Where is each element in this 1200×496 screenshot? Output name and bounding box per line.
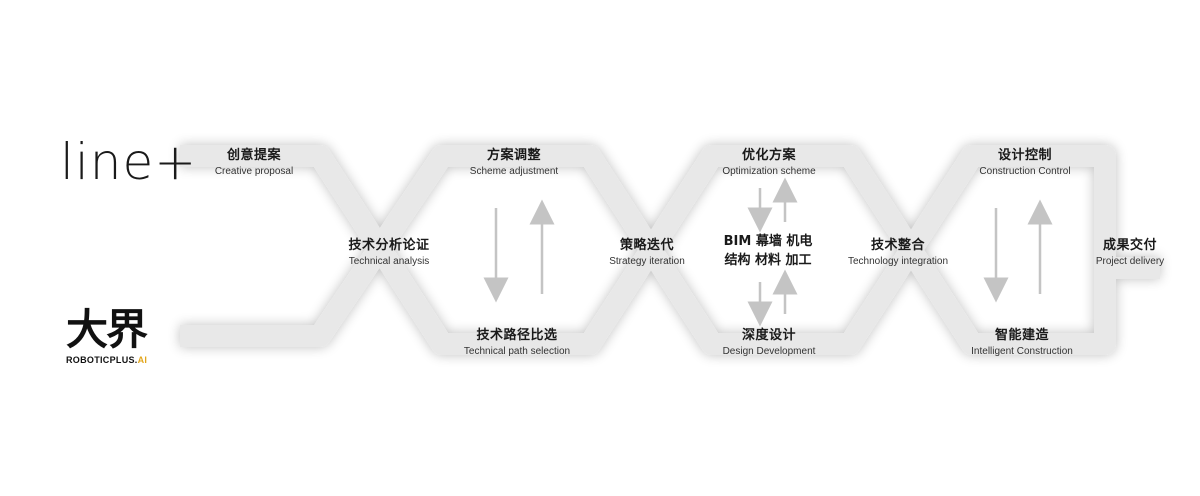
node-strategy-iteration: 策略迭代 Strategy iteration — [609, 237, 685, 269]
node-en: Technology integration — [847, 256, 949, 267]
node-creative-proposal: 创意提案 Creative proposal — [215, 147, 293, 179]
roboticplus-logo-cn: 大界 — [66, 305, 148, 354]
node-en: Technical analysis — [348, 256, 430, 267]
node-zh: 策略迭代 — [619, 238, 675, 253]
center-line-2: 结构 材料 加工 — [724, 253, 812, 268]
node-design-development: 深度设计 Design Development — [723, 327, 816, 359]
roboticplus-logo-en-main: ROBOTICPLUS. — [66, 355, 138, 365]
roboticplus-logo: 大界 ROBOTICPLUS.AI — [66, 305, 148, 366]
node-zh: 技术分析论证 — [348, 238, 430, 253]
node-zh: 创意提案 — [226, 148, 281, 163]
node-en: Scheme adjustment — [469, 166, 559, 177]
node-zh: 技术整合 — [870, 238, 926, 253]
node-en: Technical path selection — [463, 346, 571, 357]
band-upper-strand — [180, 145, 1116, 355]
node-optimization-scheme: 优化方案 Optimization scheme — [722, 147, 815, 179]
node-en: Strategy iteration — [609, 256, 685, 267]
node-technical-analysis: 技术分析论证 Technical analysis — [348, 237, 429, 269]
node-project-delivery: 成果交付 Project delivery — [1096, 237, 1164, 269]
node-en: Creative proposal — [214, 166, 294, 177]
node-en: Project delivery — [1095, 256, 1165, 267]
roboticplus-logo-en: ROBOTICPLUS.AI — [66, 354, 147, 366]
node-zh: 技术路径比选 — [476, 328, 558, 343]
node-intelligent-construction: 智能建造 Intelligent Construction — [971, 327, 1073, 359]
node-zh: 智能建造 — [994, 328, 1050, 343]
node-zh: 方案调整 — [486, 148, 542, 163]
band-lower-strand — [180, 145, 1160, 355]
node-en: Design Development — [722, 346, 816, 357]
node-zh: 成果交付 — [1102, 238, 1158, 253]
roboticplus-logo-en-ai: AI — [137, 355, 148, 365]
node-zh: 优化方案 — [741, 148, 796, 163]
node-en: Construction Control — [979, 166, 1071, 177]
node-en: Intelligent Construction — [971, 346, 1073, 357]
node-technology-integration: 技术整合 Technology integration — [848, 237, 948, 269]
node-en: Optimization scheme — [722, 166, 816, 177]
node-technical-path-selection: 技术路径比选 Technical path selection — [464, 327, 570, 359]
node-scheme-adjustment: 方案调整 Scheme adjustment — [470, 147, 558, 179]
center-line-1: BIM 幕墙 机电 — [723, 234, 813, 249]
node-zh: 设计控制 — [997, 148, 1052, 163]
line-plus-logo: line+ — [60, 133, 198, 191]
node-zh: 深度设计 — [741, 328, 797, 343]
center-disciplines: BIM 幕墙 机电 结构 材料 加工 — [724, 232, 813, 270]
node-construction-control: 设计控制 Construction Control — [979, 147, 1070, 179]
